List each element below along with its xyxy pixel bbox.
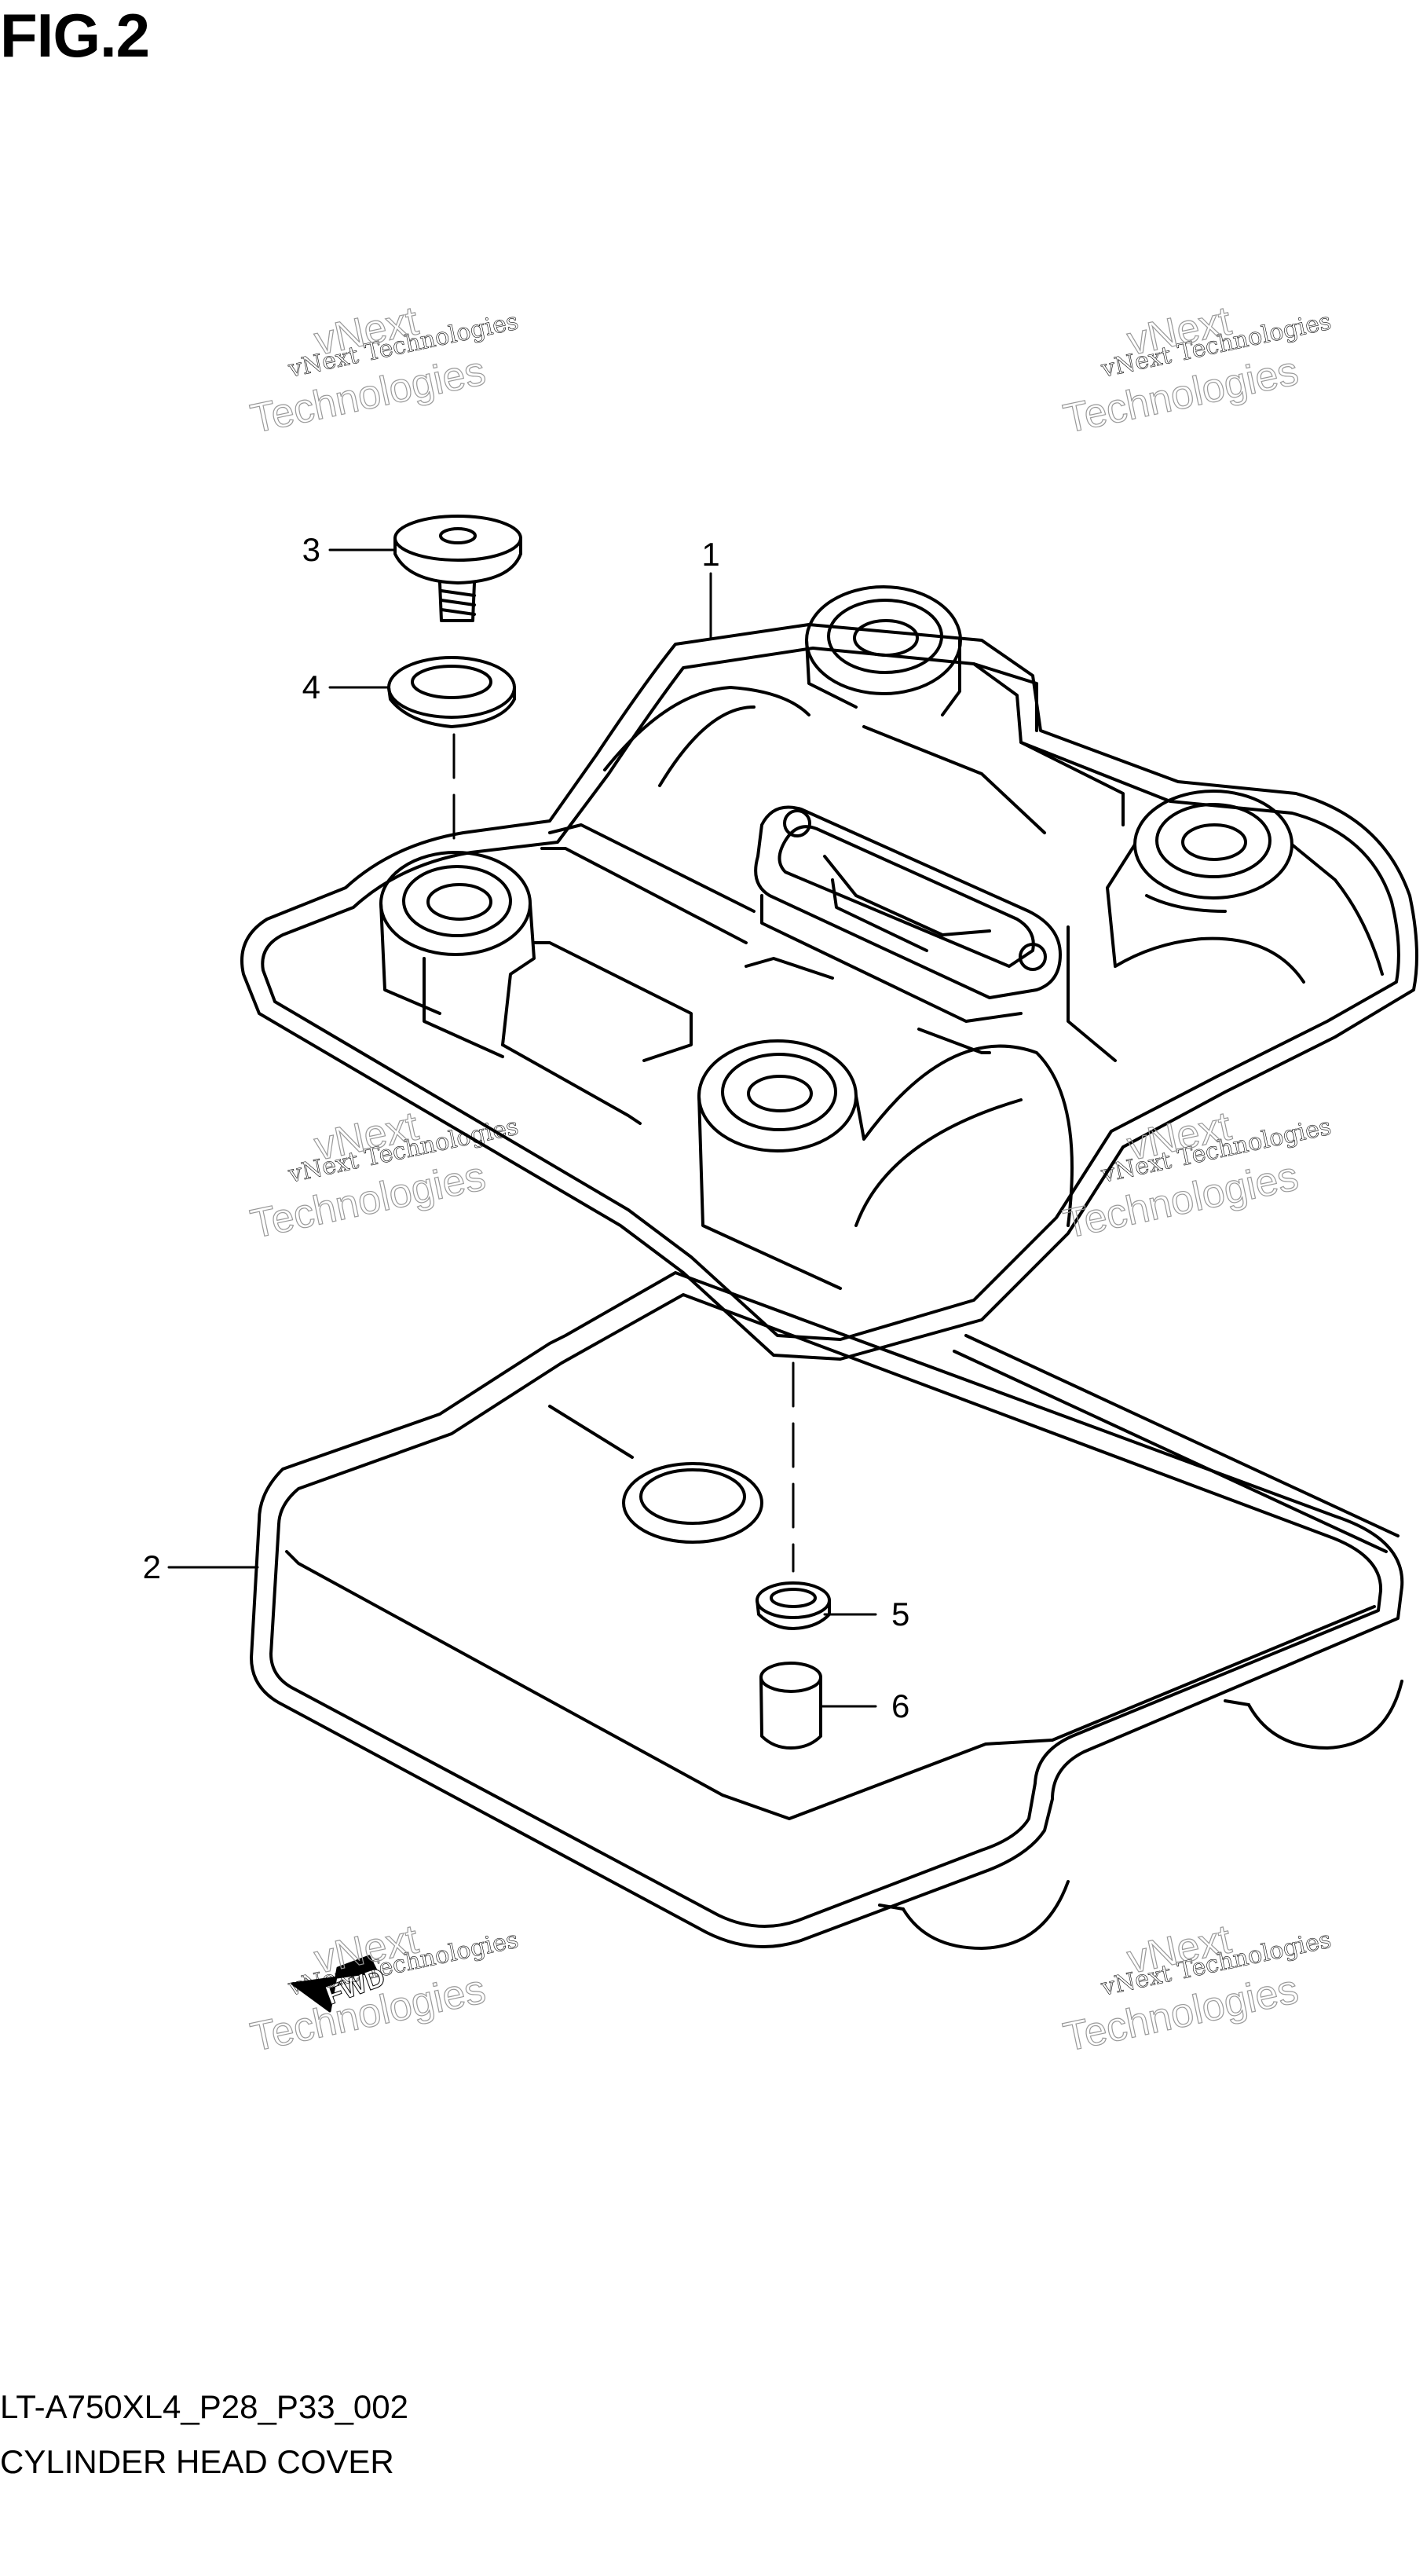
cylinder-head-cover bbox=[240, 585, 1418, 1361]
callout-1: 1 bbox=[701, 536, 719, 573]
diagram-code: LT-A750XL4_P28_P33_002 bbox=[0, 2388, 408, 2425]
fwd-arrow-icon bbox=[291, 1955, 379, 2013]
cover-gasket bbox=[250, 1271, 1404, 1948]
callout-6: 6 bbox=[891, 1687, 909, 1724]
callout-5: 5 bbox=[891, 1596, 909, 1632]
diagram-name: CYLINDER HEAD COVER bbox=[0, 2443, 394, 2480]
alignment-lines bbox=[452, 733, 795, 1573]
figure-title: FIG.2 bbox=[0, 1, 150, 70]
callout-2: 2 bbox=[143, 1548, 161, 1585]
dowel-pin-part bbox=[759, 1662, 822, 1750]
o-ring-part bbox=[756, 1581, 831, 1630]
callout-leaders bbox=[167, 548, 877, 1708]
bolt-part bbox=[393, 515, 522, 622]
washer-part bbox=[387, 656, 516, 728]
cam-end-plugs bbox=[878, 1680, 1403, 1950]
callout-3: 3 bbox=[302, 531, 320, 568]
callout-4: 4 bbox=[302, 669, 320, 705]
